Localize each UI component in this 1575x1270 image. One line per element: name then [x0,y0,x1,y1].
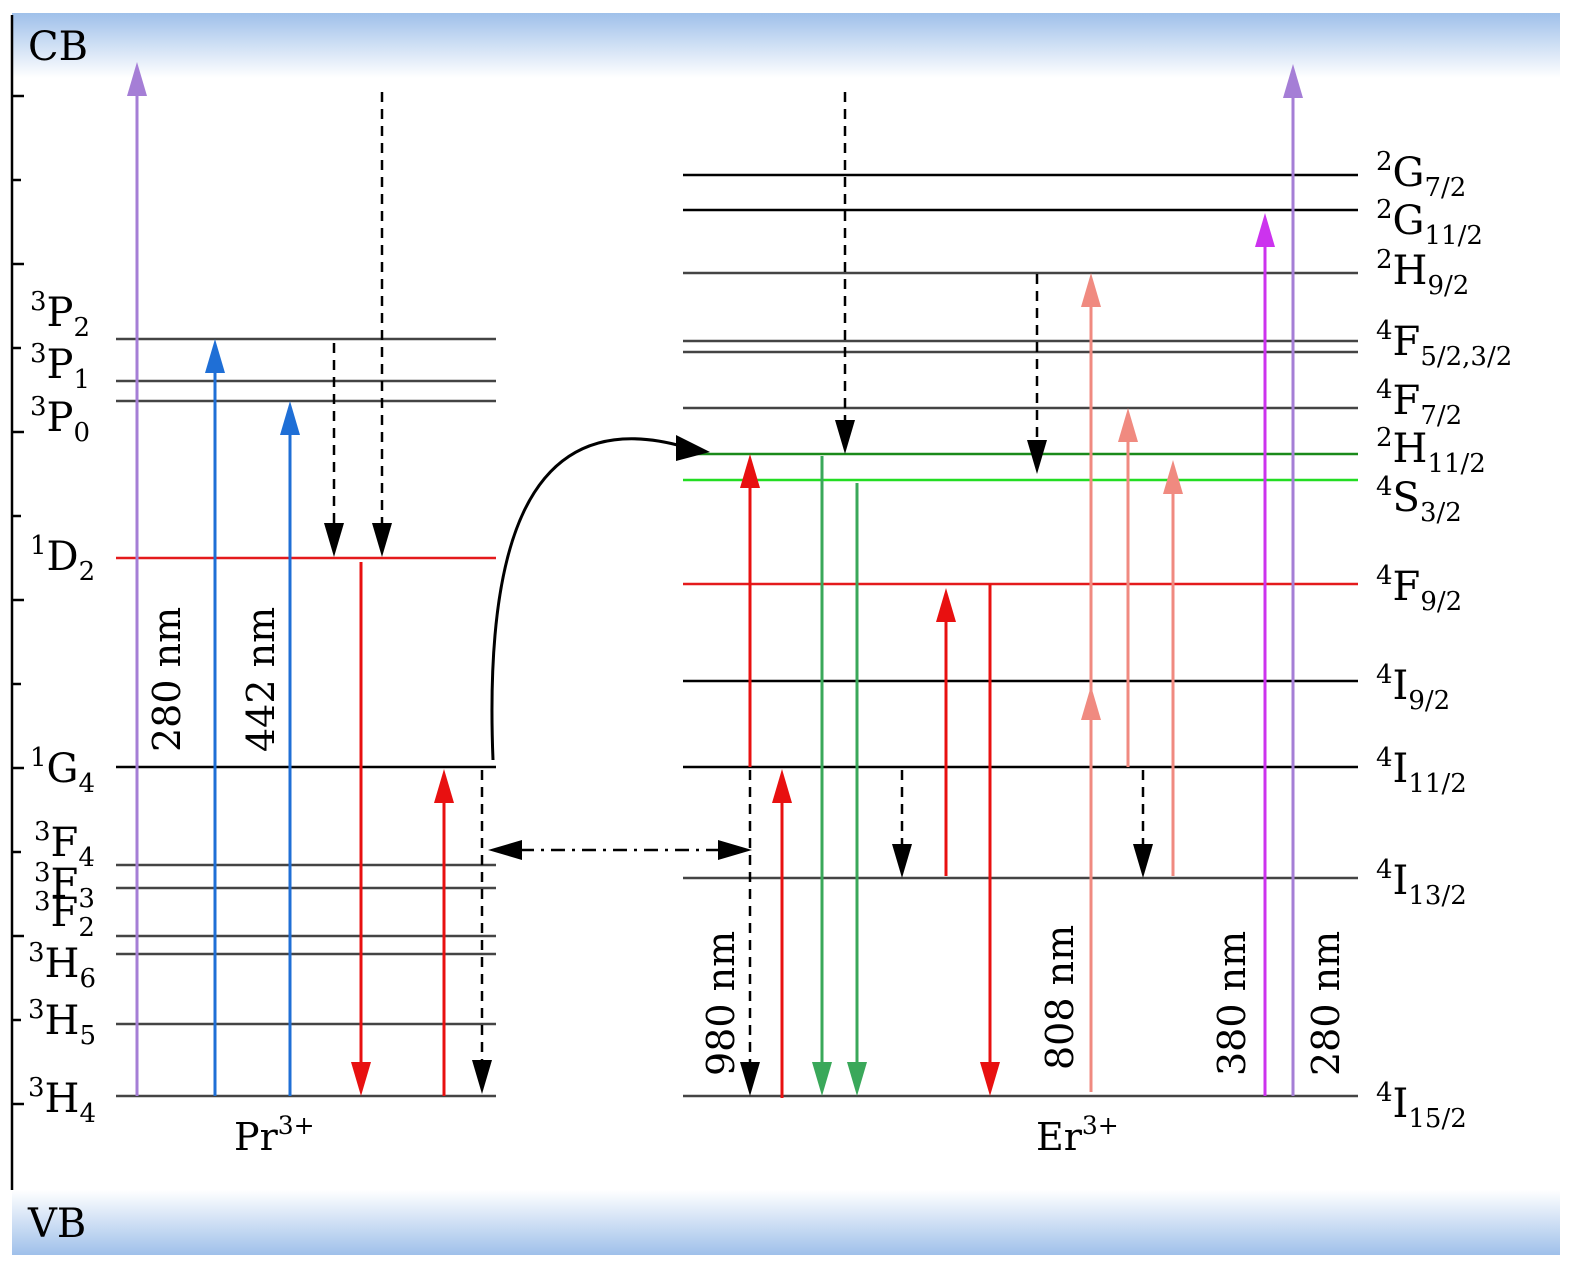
er-level-label: 4I15/2 [1376,1078,1467,1134]
pr-level-label: 3F4 [34,817,95,873]
pr-excitation-442-arrow-head [280,401,300,435]
pr-level-label: 3H4 [28,1073,96,1129]
pr-level-label: 1D2 [30,531,95,587]
cross-relaxation-head-right [718,840,752,860]
pr-level-label: 3H6 [28,938,96,994]
er-relaxation-4i11-4i13-right-arrow-head [1133,844,1153,878]
er-ion-label: Er3+ [1036,1111,1119,1159]
pr-level-label: 3F3 [34,858,95,914]
er-excitation-280-arrow-head [1283,64,1303,98]
energy-axis [10,15,24,1190]
pr-emission-1d2-arrow-head [351,1062,371,1096]
er-excitation-4f7-arrow-head [1118,408,1138,442]
er-excitation-380-arrow-head [1255,213,1275,247]
er-emission-4f9-arrow-head [980,1062,1000,1096]
pr-level-label: 1G4 [30,743,95,799]
er-level-label: 4I13/2 [1376,855,1467,911]
er-relaxation-cb-2h11-arrow-head [835,420,855,454]
er-excitation-808-arrow-head [1081,273,1101,307]
er-level-label: 4I9/2 [1376,660,1450,716]
er-excitation-4i11-arrow-head [772,769,792,803]
er-relaxation-4i11-4i13-arrow-head [892,844,912,878]
energy-transfer-curve [490,437,686,761]
pr-level-label: 3P2 [30,287,90,343]
er-relaxation-980-arrow-head [740,1062,760,1096]
pr-relaxation-1g4-arrow-head [472,1060,492,1094]
er-level-label: 4F9/2 [1376,561,1462,617]
er-relaxation-2h9-arrow-head [1027,440,1047,474]
valence-band [12,1190,1560,1255]
er-level-label: 2G7/2 [1376,147,1466,203]
pr-level-label: 3F2 [34,887,95,943]
er-level-label: 4I11/2 [1376,743,1467,799]
vb-label: VB [27,1201,86,1247]
er-level-label: 2H9/2 [1376,245,1469,301]
pr-level-label: 3H5 [28,995,96,1051]
conduction-band [12,13,1560,78]
wavelength-label-pr-280: 280 nm [145,607,189,752]
pr-ion-label: Pr3+ [234,1111,315,1159]
cb-label: CB [28,24,88,70]
pr-relaxation-3p-1d2-arrow-head [324,523,344,557]
wavelength-label-er-380: 380 nm [1210,931,1254,1076]
er-level-label: 4S3/2 [1376,472,1462,528]
er-level-label: 4F7/2 [1376,375,1462,431]
er-level-label: 2G11/2 [1376,195,1483,251]
pr-relaxation-cb-1d2-arrow-head [372,523,392,557]
er-emission-2h11-arrow-head [812,1062,832,1096]
wavelength-label-er-280: 280 nm [1304,931,1348,1076]
cross-relaxation-head-left [488,840,522,860]
wavelength-label-er-980: 980 nm [699,931,743,1076]
er-level-label: 2H11/2 [1376,423,1486,479]
pr-excitation-1g4-arrow-head [434,769,454,803]
pr-level-label: 3P1 [30,339,90,395]
er-emission-4s3-arrow-head [847,1062,867,1096]
er-level-label: 4F5/2,3/2 [1376,316,1512,372]
energy-transfer-arrowhead [676,435,710,461]
er-excitation-4s3-arrow-head [1163,460,1183,494]
er-excitation-2h11-arrow-head [740,454,760,488]
pr-level-label: 3P0 [30,392,90,448]
pr-excitation-280-arrow-head [127,62,147,96]
wavelength-label-er-808: 808 nm [1038,925,1082,1070]
er-excitation-808-lower-arrow-head [1081,686,1101,720]
pr-excitation-3p2-arrow-head [205,339,225,373]
er-excitation-4f9-arrow-head [936,588,956,622]
wavelength-label-pr-442: 442 nm [239,607,283,752]
